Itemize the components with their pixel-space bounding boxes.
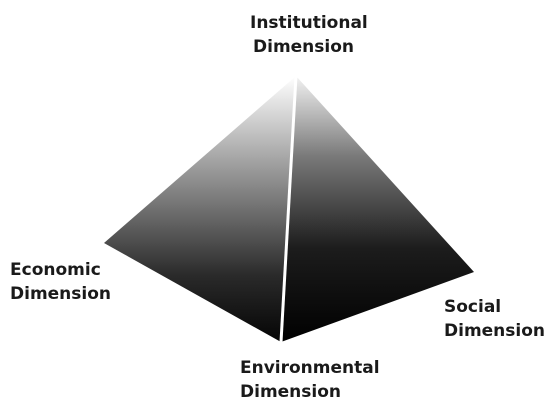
left-label-line2: Dimension: [10, 284, 112, 304]
left-vertex-label: Economic Dimension: [10, 258, 111, 306]
apex-label-line1: Institutional: [250, 13, 368, 33]
pyramid-right-face: [281, 76, 474, 342]
pyramid-left-face: [104, 76, 296, 342]
apex-label-line2: Dimension: [253, 37, 355, 57]
bottom-vertex-label: Environmental Dimension: [240, 356, 380, 404]
bottom-label-line2: Dimension: [240, 382, 342, 402]
pyramid-front-edge: [279, 75, 298, 343]
right-label-line2: Dimension: [444, 321, 546, 341]
left-label-line1: Economic: [10, 260, 101, 280]
right-label-line1: Social: [444, 297, 502, 317]
right-vertex-label: Social Dimension: [444, 295, 545, 343]
apex-label: Institutional Dimension: [250, 11, 368, 59]
bottom-label-line1: Environmental: [240, 358, 380, 378]
